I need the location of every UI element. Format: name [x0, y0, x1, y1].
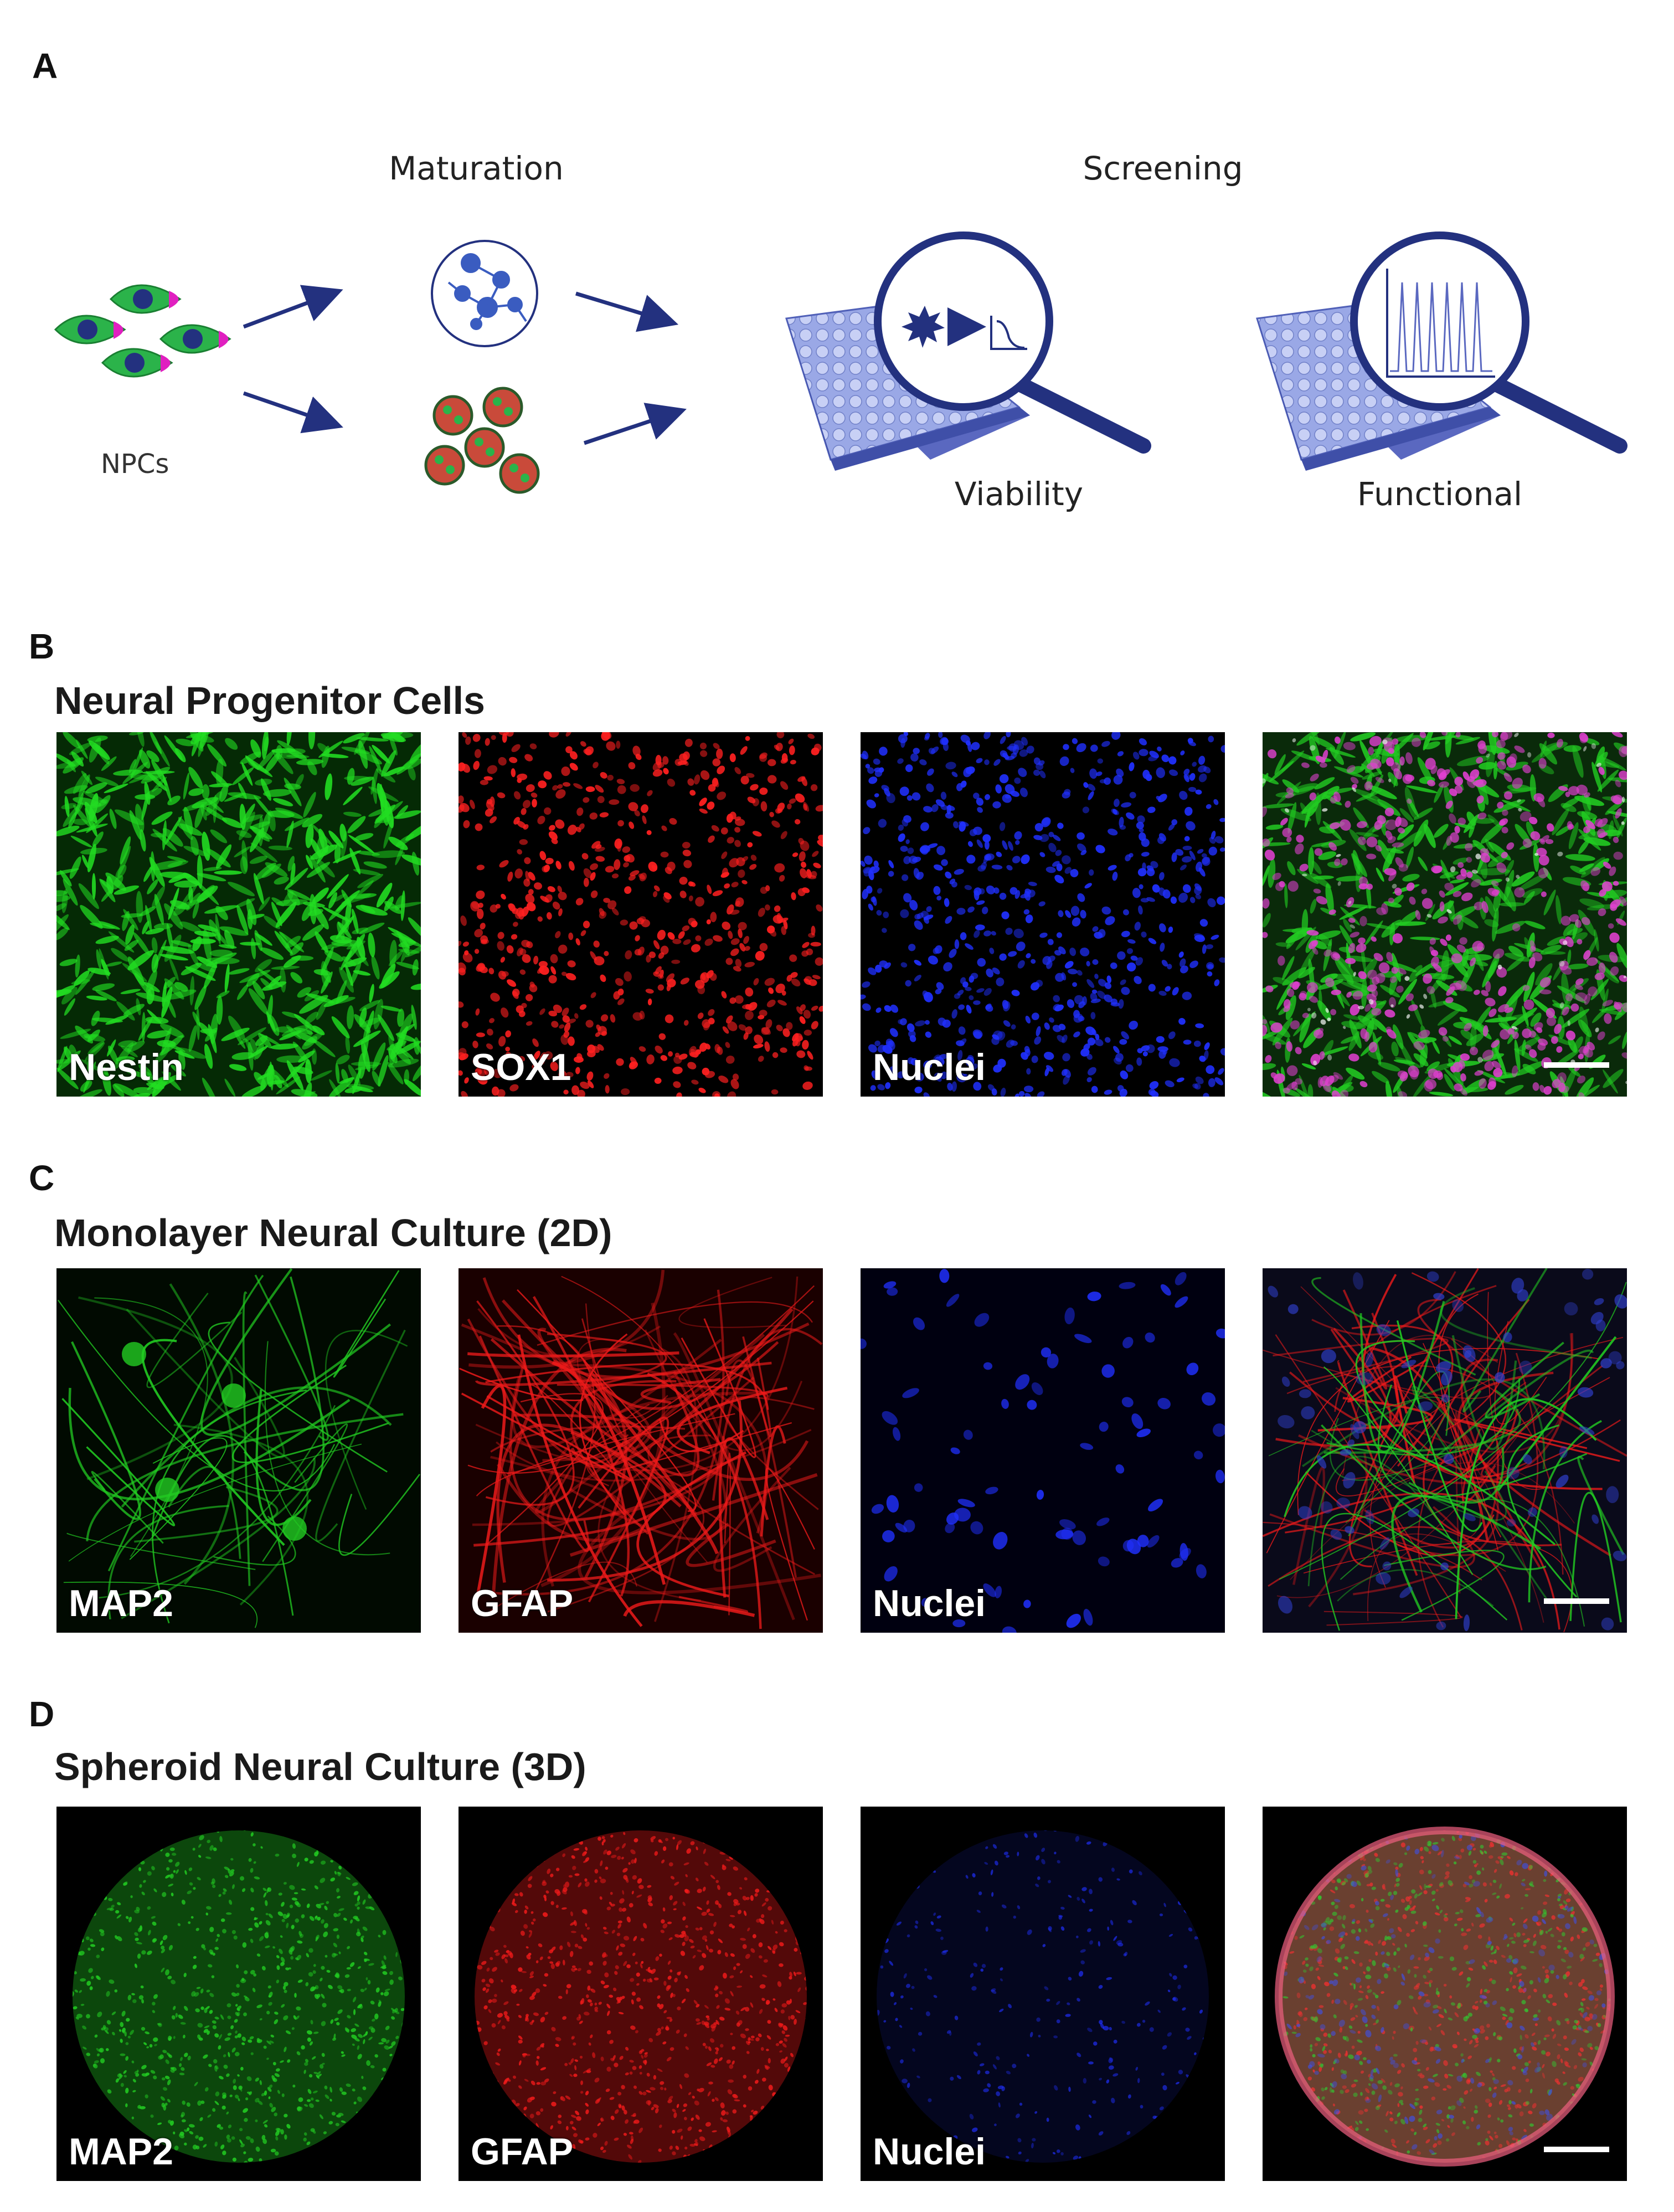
panel-letter-d: D: [29, 1694, 55, 1734]
micrograph-sox1: SOX1: [459, 732, 823, 1097]
stain-label: Nuclei: [873, 2131, 986, 2173]
stain-label: Nuclei: [873, 1046, 986, 1088]
calcium-trace-icon: [1386, 269, 1495, 378]
spheroid-icon: [424, 445, 465, 486]
dish-2d-icon: [431, 240, 538, 347]
panel-letter-b: B: [29, 626, 55, 666]
stain-label: SOX1: [471, 1046, 571, 1088]
workflow-schematic: [54, 232, 1627, 494]
micrograph-merge-3d: [1263, 1807, 1627, 2181]
stain-label: GFAP: [471, 2131, 574, 2173]
micrograph-nuclei: Nuclei: [861, 732, 1225, 1097]
npc-label: NPCs: [101, 449, 169, 480]
npc-cell-group: [54, 284, 231, 378]
micrograph-nestin: Nestin: [56, 732, 421, 1097]
panel-letter-a: A: [32, 46, 58, 86]
spheroid-icon: [432, 395, 473, 436]
micrograph-merge: [1263, 732, 1627, 1097]
stain-label: Nestin: [69, 1046, 184, 1088]
npc-cell-icon: [101, 348, 173, 378]
magnifier-functional-icon: [1350, 232, 1627, 454]
panel-letter-c: C: [29, 1158, 55, 1198]
magnifier-viability-icon: [874, 232, 1151, 454]
star-burst-icon: [902, 306, 945, 348]
scale-bar: [1544, 1598, 1609, 1604]
stain-label: MAP2: [69, 2131, 173, 2173]
scale-bar: [1544, 1062, 1609, 1068]
arrow-to-3d: [243, 391, 343, 434]
maturation-label: Maturation: [389, 150, 564, 187]
spheroid-icon: [499, 453, 540, 494]
stain-label: MAP2: [69, 1582, 173, 1624]
section-title-npc: Neural Progenitor Cells: [54, 679, 485, 722]
stain-label: GFAP: [471, 1582, 574, 1624]
micrograph-nuclei-2d: Nuclei: [861, 1268, 1225, 1633]
spheroid-icon: [464, 427, 505, 468]
micrograph-map2-2d: MAP2: [56, 1268, 421, 1633]
micrograph-gfap-3d: GFAP: [459, 1807, 823, 2181]
dose-response-icon: [990, 316, 1027, 350]
arrow-3d-to-screening: [583, 403, 687, 445]
spheroid-icon: [482, 387, 523, 428]
arrow-2d-to-screening: [575, 291, 679, 332]
section-title-3d: Spheroid Neural Culture (3D): [54, 1745, 586, 1788]
micrograph-map2-3d: MAP2: [56, 1807, 421, 2181]
micrograph-nuclei-3d: Nuclei: [861, 1807, 1225, 2181]
micrograph-gfap-2d: GFAP: [459, 1268, 823, 1633]
arrow-to-2d: [243, 285, 343, 329]
functional-label: Functional: [1357, 475, 1523, 513]
scale-bar: [1544, 2147, 1609, 2152]
screening-label: Screening: [1083, 150, 1243, 187]
stain-label: Nuclei: [873, 1582, 986, 1624]
npc-cell-icon: [159, 324, 231, 354]
npc-cell-icon: [54, 315, 126, 344]
npc-cell-icon: [109, 284, 182, 314]
micrograph-merge-2d: [1263, 1268, 1627, 1633]
section-title-2d: Monolayer Neural Culture (2D): [54, 1211, 612, 1254]
viability-label: Viability: [954, 475, 1084, 513]
spheroid-3d-icon-group: [424, 387, 540, 494]
